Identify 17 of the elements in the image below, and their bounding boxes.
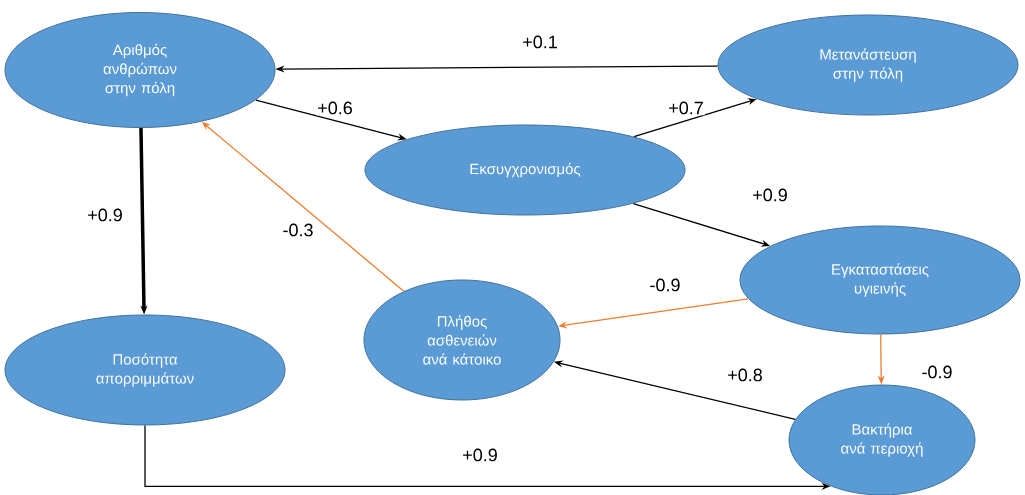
edge-label: +0.9 xyxy=(86,207,124,223)
ellipse-node: Ποσότητα απορριμμάτων xyxy=(4,314,286,426)
ellipse-node: Αριθμός ανθρώπων στην πόλη xyxy=(4,12,276,128)
edge-label: +0.6 xyxy=(316,100,354,116)
edge-label: +0.9 xyxy=(461,447,499,463)
edge-label: +0.7 xyxy=(667,100,705,116)
edge-label: -0.9 xyxy=(648,277,682,293)
ellipse-node: Μετανάστευση στην πόλη xyxy=(717,14,1019,116)
ellipse-node: Εκσυγχρονισμός xyxy=(364,124,686,216)
edge-label: +0.8 xyxy=(726,367,764,383)
edge-label: -0.3 xyxy=(281,222,315,238)
edge-label: +0.9 xyxy=(751,187,789,203)
edge-label: -0.9 xyxy=(920,364,954,380)
ellipse-node: Βακτήρια ανά περιοχή xyxy=(788,384,976,495)
edge-label: +0.1 xyxy=(521,34,559,50)
ellipse-node: Εγκαταστάσεις υγιεινής xyxy=(739,225,1021,335)
ellipse-node: Πλήθος ασθενειών ανά κάτοικο xyxy=(363,279,561,401)
